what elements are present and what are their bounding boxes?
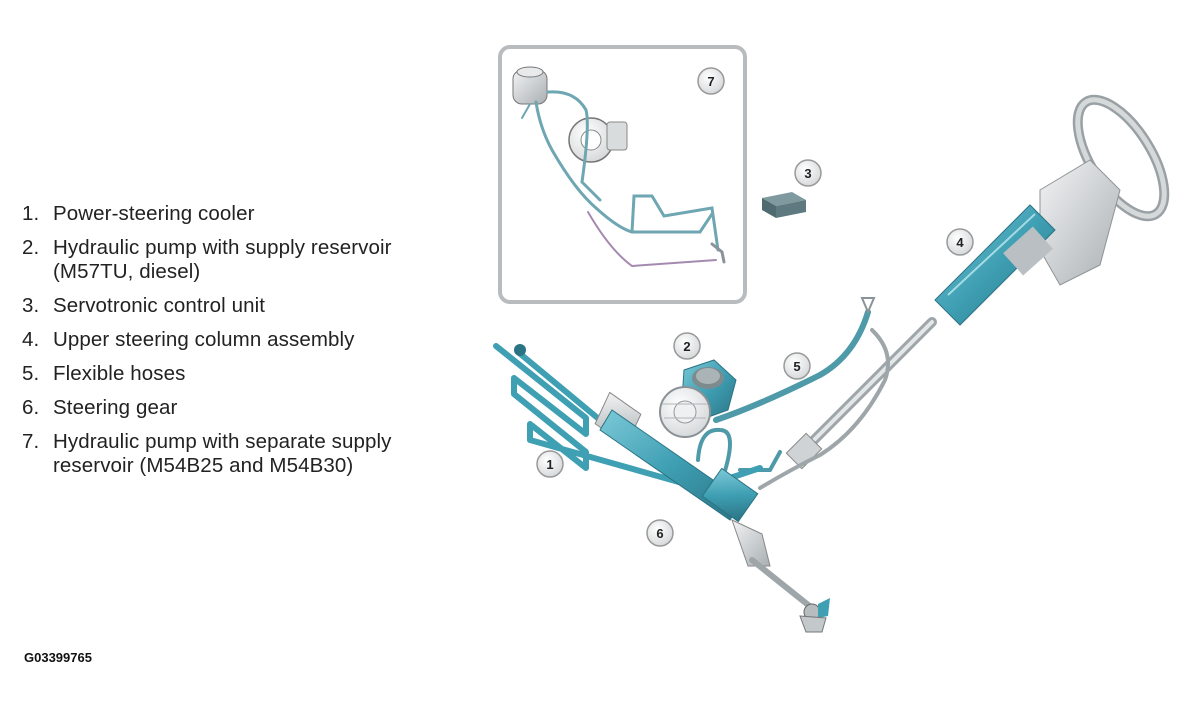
legend-text: Power-steering cooler xyxy=(53,202,255,225)
callout-7-label: 7 xyxy=(707,74,714,89)
callout-1: 1 xyxy=(536,450,564,478)
callout-5: 5 xyxy=(783,352,811,380)
legend-text: Flexible hoses xyxy=(53,362,186,385)
inset-hoses xyxy=(521,90,726,268)
power-steering-cooler xyxy=(493,343,763,491)
callout-4-label: 4 xyxy=(956,235,964,250)
legend-item-upper-steering-column: 4. Upper steering column assembly xyxy=(22,328,462,352)
legend-list: 1. Power-steering cooler 2. Hydraulic pump… xyxy=(22,202,462,488)
legend-item-flexible-hoses: 5. Flexible hoses xyxy=(22,362,462,386)
hydraulic-pump-reservoir xyxy=(659,359,737,438)
servotronic-control-unit xyxy=(762,192,806,218)
callout-4: 4 xyxy=(946,228,974,256)
figure-id: G03399765 xyxy=(24,650,92,665)
callout-7: 7 xyxy=(697,67,725,95)
legend-number: 4. xyxy=(22,328,40,351)
legend-item-hydraulic-pump-separate: 7. Hydraulic pump with separate supply re… xyxy=(22,430,462,478)
callout-5-label: 5 xyxy=(793,359,800,374)
callout-6: 6 xyxy=(646,519,674,547)
legend-text: Upper steering column assembly xyxy=(53,328,355,351)
legend-number: 7. xyxy=(22,430,40,453)
legend-text: Servotronic control unit xyxy=(53,294,266,317)
legend-number: 3. xyxy=(22,294,40,317)
callout-6-label: 6 xyxy=(656,526,663,541)
callout-3: 3 xyxy=(794,159,822,187)
inset-frame xyxy=(498,45,747,304)
upper-steering-column xyxy=(934,159,1121,326)
legend-text: Hydraulic pump with supply reservoir (M5… xyxy=(53,236,392,283)
callout-2: 2 xyxy=(673,332,701,360)
steering-gear xyxy=(594,391,830,633)
legend-item-hydraulic-pump-diesel: 2. Hydraulic pump with supply reservoir (… xyxy=(22,236,462,284)
legend-number: 5. xyxy=(22,362,40,385)
legend-item-steering-gear: 6. Steering gear xyxy=(22,396,462,420)
legend-number: 6. xyxy=(22,396,40,419)
callout-1-label: 1 xyxy=(546,457,553,472)
callout-2-label: 2 xyxy=(683,339,690,354)
legend-item-servotronic-control-unit: 3. Servotronic control unit xyxy=(22,294,462,318)
legend-number: 2. xyxy=(22,236,40,259)
legend-text: Steering gear xyxy=(53,396,178,419)
intermediate-shaft xyxy=(785,317,937,470)
legend-item-power-steering-cooler: 1. Power-steering cooler xyxy=(22,202,462,226)
legend-number: 1. xyxy=(22,202,40,225)
inset-hydraulic-pump xyxy=(512,66,628,163)
inset-panel xyxy=(498,45,747,304)
callout-3-label: 3 xyxy=(804,166,811,181)
legend-text: Hydraulic pump with separate supply rese… xyxy=(53,430,392,477)
